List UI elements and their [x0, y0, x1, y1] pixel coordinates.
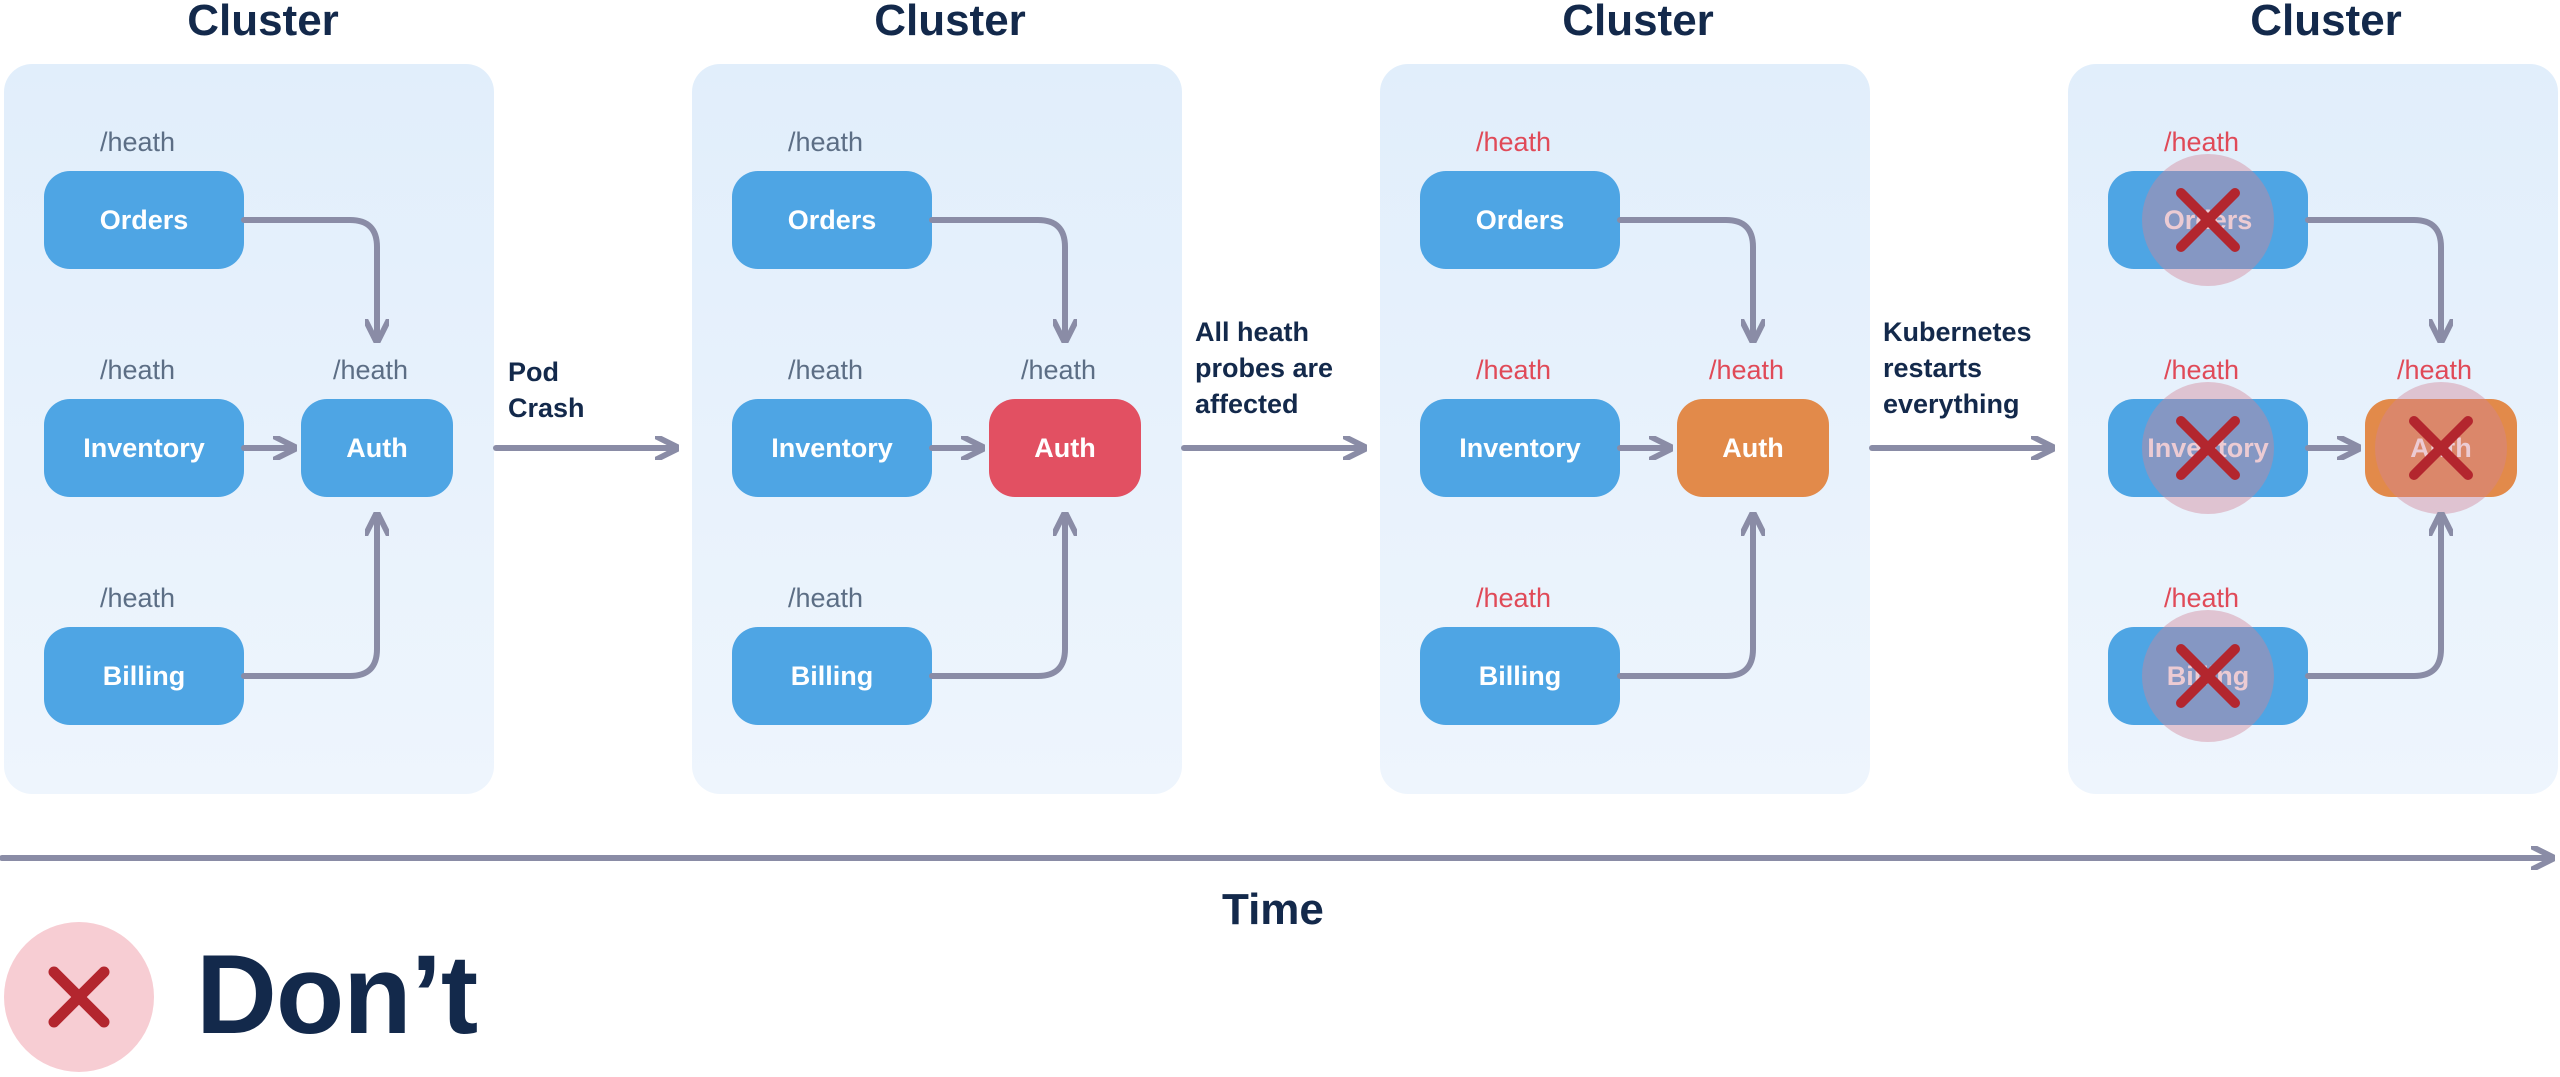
- probe-label-alert: /heath: [2397, 355, 2473, 385]
- orders-to-auth-arrow: [2305, 217, 2441, 336]
- auth-service-degraded: Auth: [2365, 399, 2517, 497]
- stage-1-connectors: [241, 217, 377, 679]
- probe-label: /heath: [100, 583, 176, 613]
- billing-service: Billing: [1420, 627, 1620, 725]
- billing-service: Billing: [44, 627, 244, 725]
- probe-label-alert: /heath: [1476, 355, 1552, 385]
- cluster-title: Cluster: [1562, 0, 1714, 45]
- probe-label: /heath: [788, 127, 864, 157]
- cross-icon: [2176, 644, 2240, 708]
- transition-caption: All heath probes are affected: [1195, 314, 1333, 422]
- cross-icon: [2176, 416, 2240, 480]
- probe-label: /heath: [788, 355, 864, 385]
- caption-line: Pod: [508, 357, 559, 387]
- orders-to-auth-arrow: [1617, 217, 1753, 336]
- cluster-title: Cluster: [2250, 0, 2402, 45]
- auth-service-crashed: Auth: [989, 399, 1141, 497]
- caption-line: probes are: [1195, 353, 1334, 383]
- cluster-title: Cluster: [874, 0, 1026, 45]
- stage-4-connectors: [2305, 217, 2441, 679]
- cross-icon: [2176, 188, 2240, 252]
- orders-service: Orders: [732, 171, 932, 269]
- billing-service: Billing: [732, 627, 932, 725]
- stage-2-connectors: [929, 217, 1065, 679]
- billing-to-auth-arrow: [1617, 519, 1753, 679]
- transition-caption: Kubernetes restarts everything: [1883, 314, 2032, 422]
- cluster-title: Cluster: [187, 0, 339, 45]
- orders-to-auth-arrow: [929, 217, 1065, 336]
- inventory-service: Inventory: [1420, 399, 1620, 497]
- probe-label: /heath: [1021, 355, 1097, 385]
- stage-3-connectors: [1617, 217, 1753, 679]
- probe-label-alert: /heath: [2164, 355, 2240, 385]
- probe-label-alert: /heath: [1476, 127, 1552, 157]
- probe-label: /heath: [788, 583, 864, 613]
- caption-line: Kubernetes: [1883, 317, 2032, 347]
- inventory-service: Inventory: [732, 399, 932, 497]
- verdict-heading: Don’t: [196, 932, 478, 1057]
- caption-line: everything: [1883, 389, 2020, 419]
- billing-to-auth-arrow: [2305, 519, 2441, 679]
- auth-service-degraded: Auth: [1677, 399, 1829, 497]
- probe-label: /heath: [333, 355, 409, 385]
- cross-icon: [2409, 416, 2473, 480]
- close-icon: [48, 966, 110, 1028]
- inventory-service: Inventory: [44, 399, 244, 497]
- caption-line: All heath: [1195, 317, 1310, 347]
- transition-caption: Pod Crash: [508, 354, 585, 426]
- caption-line: restarts: [1883, 353, 1983, 383]
- caption-line: affected: [1195, 389, 1299, 419]
- probe-label: /heath: [100, 127, 176, 157]
- probe-label: /heath: [100, 355, 176, 385]
- probe-label-alert: /heath: [1476, 583, 1552, 613]
- probe-label-alert: /heath: [1709, 355, 1785, 385]
- restart-crosses: [2176, 188, 2473, 708]
- orders-to-auth-arrow: [241, 217, 377, 336]
- auth-service: Auth: [301, 399, 453, 497]
- probe-label-alert: /heath: [2164, 127, 2240, 157]
- billing-to-auth-arrow: [241, 519, 377, 679]
- billing-to-auth-arrow: [929, 519, 1065, 679]
- orders-service: Orders: [44, 171, 244, 269]
- caption-line: Crash: [508, 393, 585, 423]
- dont-badge: [4, 922, 154, 1072]
- timeline-label: Time: [1222, 885, 1324, 934]
- orders-service: Orders: [1420, 171, 1620, 269]
- probe-label-alert: /heath: [2164, 583, 2240, 613]
